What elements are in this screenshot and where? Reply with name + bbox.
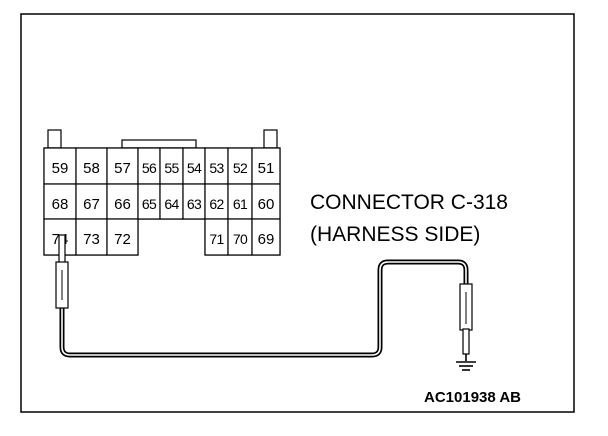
pin-label-56: 56: [142, 160, 157, 176]
pin-cell-60: [251, 183, 281, 220]
pin-label-65: 65: [142, 196, 157, 212]
pin-cell-68: [43, 183, 77, 220]
pin-label-64: 64: [164, 196, 179, 212]
pin-cell-72: [106, 218, 139, 256]
pin-label-53: 53: [209, 160, 224, 176]
pin-label-69: 69: [258, 231, 275, 248]
pin-cell-61: [227, 183, 253, 220]
ground-symbol-icon: [456, 354, 476, 371]
pin-label-52: 52: [233, 160, 248, 176]
probe-left: [55, 234, 69, 309]
pin-label-71: 71: [209, 231, 224, 247]
pin-cell-51: [251, 147, 281, 185]
pin-cell-57: [106, 147, 139, 185]
connector-latch: [121, 139, 197, 149]
pin-cell-67: [75, 183, 108, 220]
pin-label-67: 67: [83, 196, 100, 213]
pin-label-66: 66: [114, 196, 131, 213]
pin-label-51: 51: [258, 160, 275, 177]
pin-label-61: 61: [233, 196, 248, 212]
pin-label-72: 72: [114, 231, 131, 248]
pin-label-60: 60: [258, 196, 275, 213]
pin-label-70: 70: [233, 231, 248, 247]
pin-label-63: 63: [187, 196, 202, 212]
connector-label-line2: (HARNESS SIDE): [310, 223, 480, 246]
pin-grid: 5958575655545352516867666564636261607473…: [43, 147, 281, 256]
pin-cell-69: [251, 218, 281, 256]
test-harness-wire: [59, 259, 469, 358]
pin-cell-73: [75, 218, 108, 256]
pin-label-73: 73: [83, 231, 100, 248]
pin-cell-58: [75, 147, 108, 185]
connector-label-line1: CONNECTOR C-318: [310, 191, 508, 214]
pin-label-58: 58: [83, 160, 100, 177]
pin-label-55: 55: [164, 160, 179, 176]
connector-tab-right: [263, 129, 278, 149]
probe-right: [459, 283, 473, 355]
pin-label-54: 54: [187, 160, 202, 176]
pin-label-59: 59: [52, 160, 69, 177]
figure-code: AC101938 AB: [424, 389, 521, 406]
pin-label-57: 57: [114, 160, 131, 177]
pin-label-68: 68: [52, 196, 69, 213]
pin-label-62: 62: [209, 196, 224, 212]
diagram-frame: [20, 13, 575, 413]
connector-tab-left: [47, 129, 62, 149]
